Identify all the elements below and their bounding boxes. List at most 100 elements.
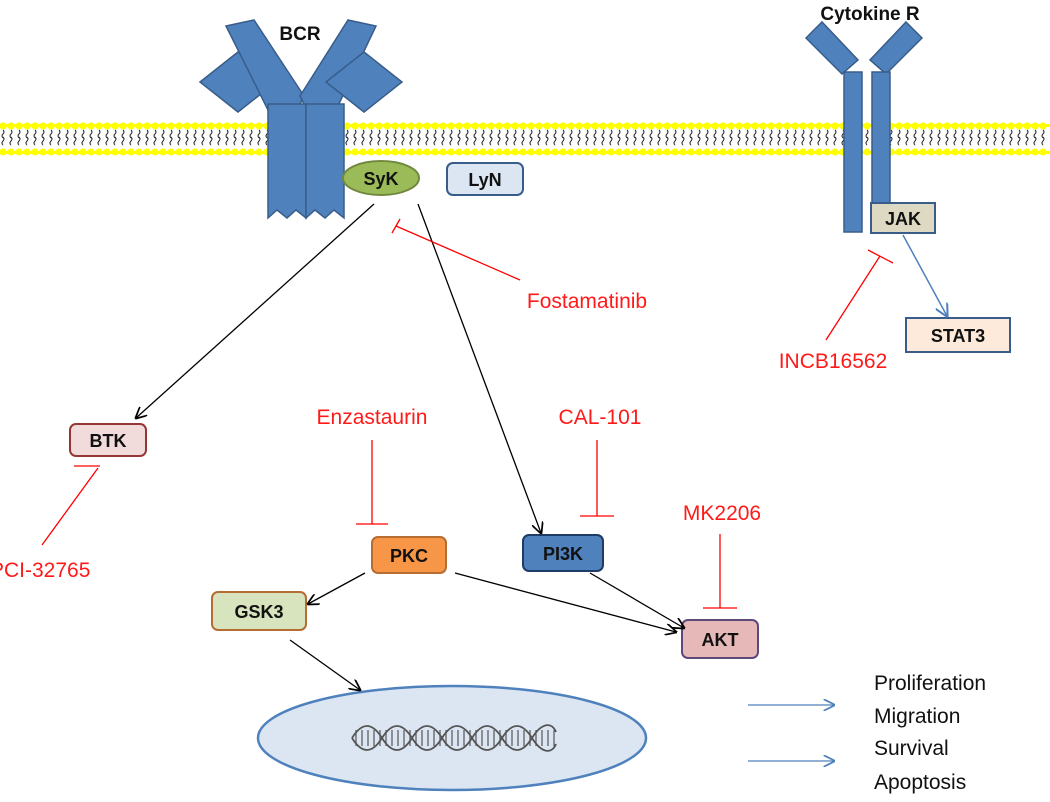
lipid-head — [679, 148, 687, 156]
lipid-head — [7, 148, 15, 156]
lipid-head — [407, 148, 415, 156]
lipid-head — [639, 148, 647, 156]
lipid-tail — [961, 129, 965, 139]
lipid-head — [127, 148, 135, 156]
lipid-head — [607, 122, 615, 130]
mk2206-label: MK2206 — [683, 502, 761, 525]
lipid-head — [903, 148, 911, 156]
lipid-tail — [761, 136, 765, 146]
lipid-head — [959, 122, 967, 130]
lipid-head — [943, 122, 951, 130]
lipid-head — [703, 122, 711, 130]
lipid-tail — [985, 129, 989, 139]
lipid-tail — [401, 129, 405, 139]
lipid-tail — [465, 129, 469, 139]
lipid-tail — [225, 129, 229, 139]
lipid-head — [55, 122, 63, 130]
lipid-tail — [233, 129, 237, 139]
lipid-head — [39, 122, 47, 130]
lipid-tail — [121, 129, 125, 139]
lipid-tail — [481, 136, 485, 146]
enzastaurin-label: Enzastaurin — [317, 406, 428, 429]
lipid-head — [55, 148, 63, 156]
lipid-tail — [49, 129, 53, 139]
lipid-head — [359, 122, 367, 130]
btk-node: BTK — [69, 423, 147, 457]
inhibition-lines — [41, 218, 894, 609]
lipid-tail — [449, 136, 453, 146]
lipid-head — [199, 122, 207, 130]
lipid-tail — [1033, 136, 1037, 146]
lipid-head — [231, 148, 239, 156]
lipid-tail — [657, 129, 661, 139]
lipid-tail — [865, 129, 869, 139]
lipid-tail — [513, 129, 517, 139]
lipid-head — [767, 148, 775, 156]
lipid-head — [447, 122, 455, 130]
lipid-head — [503, 148, 511, 156]
lipid-head — [543, 122, 551, 130]
lipid-tail — [705, 136, 709, 146]
lipid-head — [63, 122, 71, 130]
lipid-tail — [593, 129, 597, 139]
lipid-head — [967, 148, 975, 156]
lipid-tail — [785, 136, 789, 146]
lipid-head — [831, 122, 839, 130]
lipid-tail — [161, 136, 165, 146]
lipid-tail — [417, 129, 421, 139]
lipid-tail — [545, 136, 549, 146]
lipid-head — [63, 148, 71, 156]
lipid-tail — [57, 129, 61, 139]
lipid-head — [679, 122, 687, 130]
lipid-head — [799, 122, 807, 130]
lipid-head — [199, 148, 207, 156]
lipid-tail — [969, 136, 973, 146]
lipid-head — [471, 148, 479, 156]
lipid-tail — [433, 136, 437, 146]
lipid-tail — [649, 129, 653, 139]
lipid-tail — [865, 136, 869, 146]
lipid-head — [215, 122, 223, 130]
lipid-tail — [553, 136, 557, 146]
lipid-head — [551, 148, 559, 156]
lipid-head — [663, 148, 671, 156]
lipid-tail — [105, 136, 109, 146]
lipid-head — [735, 122, 743, 130]
lipid-tail — [81, 136, 85, 146]
lipid-head — [119, 148, 127, 156]
outcome-arrows — [748, 705, 834, 761]
outcome-survival: Survival — [874, 737, 949, 760]
lipid-tail — [249, 129, 253, 139]
pci-32765-label: PCI-32765 — [0, 559, 90, 582]
lipid-head — [519, 122, 527, 130]
lipid-head — [111, 148, 119, 156]
lipid-tail — [697, 136, 701, 146]
lipid-tail — [665, 136, 669, 146]
lipid-tail — [241, 129, 245, 139]
lipid-tail — [585, 129, 589, 139]
lipid-tail — [961, 136, 965, 146]
lipid-tail — [97, 129, 101, 139]
bcr-label: BCR — [279, 24, 320, 45]
lipid-head — [895, 122, 903, 130]
pi3k-label: PI3K — [543, 544, 583, 564]
lipid-tail — [953, 129, 957, 139]
lipid-tail — [185, 129, 189, 139]
lipid-head — [735, 148, 743, 156]
lipid-head — [343, 148, 351, 156]
cytokine-receptor — [804, 20, 924, 233]
lipid-head — [695, 122, 703, 130]
lipid-tail — [641, 136, 645, 146]
lipid-tail — [713, 136, 717, 146]
lipid-tail — [681, 136, 685, 146]
lipid-head — [511, 148, 519, 156]
lipid-tail — [937, 136, 941, 146]
lipid-head — [479, 122, 487, 130]
lipid-head — [807, 122, 815, 130]
lipid-tail — [977, 129, 981, 139]
lipid-head — [791, 148, 799, 156]
lipid-head — [935, 148, 943, 156]
lipid-tail — [369, 136, 373, 146]
pkc-label: PKC — [390, 546, 428, 566]
lipid-head — [615, 148, 623, 156]
